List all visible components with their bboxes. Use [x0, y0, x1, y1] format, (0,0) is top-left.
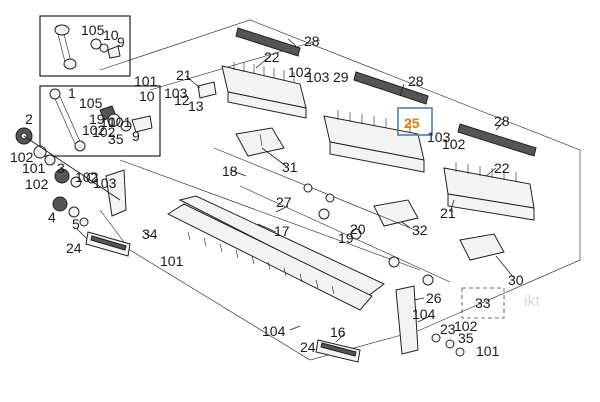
- label-28-right: 28: [494, 113, 510, 129]
- leader-lines: [75, 38, 515, 343]
- label-34: 34: [142, 226, 158, 242]
- label-12: 12: [174, 92, 190, 108]
- label-18: 18: [222, 163, 238, 179]
- label-29: 29: [333, 69, 349, 85]
- label-4: 4: [48, 209, 56, 225]
- label-2: 2: [25, 111, 33, 127]
- carriage-left: [197, 27, 307, 119]
- label-10-top: 10: [103, 27, 119, 43]
- label-101-d: 101: [160, 253, 184, 269]
- label-102-b: 102: [92, 124, 116, 140]
- label-1: 1: [68, 85, 76, 101]
- bracket-30: [459, 233, 505, 261]
- label-102-h: 102: [454, 318, 478, 334]
- pad-24-bottom: [315, 339, 361, 363]
- bracket-32: [373, 199, 419, 227]
- label-30: 30: [508, 272, 524, 288]
- part-labels: 105 10 9 1 105 19 10 102 102 101 35 9 2 …: [10, 22, 524, 359]
- label-102-d: 102: [25, 176, 49, 192]
- watermark: ikt: [524, 293, 541, 310]
- label-21-left: 21: [176, 67, 192, 83]
- label-105-top: 105: [81, 22, 105, 38]
- label-5: 5: [72, 216, 80, 232]
- label-101-b: 101: [22, 160, 46, 176]
- label-103-c: 103: [306, 69, 330, 85]
- label-102-f: 102: [288, 64, 312, 80]
- pad-24-left: [85, 231, 131, 257]
- label-102-e: 102: [75, 169, 99, 185]
- main-frame-17: [166, 195, 385, 311]
- label-10-extra: 10: [139, 88, 155, 104]
- label-9-mid: 9: [132, 128, 140, 144]
- label-35-mid: 35: [108, 131, 124, 147]
- label-102-c: 102: [10, 149, 34, 165]
- label-104-a: 104: [262, 323, 286, 339]
- label-28-mid: 28: [408, 73, 424, 89]
- label-3: 3: [57, 160, 65, 176]
- label-19-lower: 19: [338, 230, 354, 246]
- label-19-mid: 19: [89, 111, 105, 127]
- label-33: 33: [475, 295, 491, 311]
- bracket-31: [235, 127, 285, 157]
- label-32: 32: [412, 222, 428, 238]
- label-103-b: 103: [164, 85, 188, 101]
- label-24-left: 24: [66, 240, 82, 256]
- shaft-18: [213, 147, 421, 233]
- label-27: 27: [276, 194, 292, 210]
- shaft-27: [239, 185, 451, 286]
- label-102-g: 102: [442, 136, 466, 152]
- label-22-right: 22: [494, 160, 510, 176]
- left-gear-cluster: [15, 127, 127, 227]
- side-bracket-26: [395, 285, 465, 357]
- label-16: 16: [330, 324, 346, 340]
- label-105-mid: 105: [79, 95, 103, 111]
- label-23: 23: [440, 321, 456, 337]
- label-102-a: 102: [82, 122, 106, 138]
- label-28-left: 28: [304, 33, 320, 49]
- label-22-left: 22: [264, 49, 280, 65]
- label-24-bottom: 24: [300, 339, 316, 355]
- label-101-e: 101: [476, 343, 500, 359]
- label-13: 13: [188, 98, 204, 114]
- label-101-a: 101: [108, 114, 132, 130]
- label-26: 26: [426, 290, 442, 306]
- label-35-bottom: 35: [458, 330, 474, 346]
- label-25-highlighted: 25: [404, 115, 420, 131]
- highlight-box: [397, 107, 433, 136]
- carriage-right: [443, 123, 537, 221]
- label-103-d: 103: [427, 129, 451, 145]
- label-9-top: 9: [117, 34, 125, 50]
- gear-inset-mid: [39, 85, 161, 157]
- label-20: 20: [350, 221, 366, 237]
- label-104-b: 104: [412, 306, 436, 322]
- carriage-middle: [323, 71, 429, 173]
- label-103-a: 103: [93, 175, 117, 191]
- label-10-mid: 10: [100, 114, 116, 130]
- belt-inset-top: [39, 15, 131, 77]
- label-17: 17: [274, 223, 290, 239]
- label-31: 31: [282, 159, 298, 175]
- label-21-right: 21: [440, 205, 456, 221]
- label-101-c: 101: [134, 73, 158, 89]
